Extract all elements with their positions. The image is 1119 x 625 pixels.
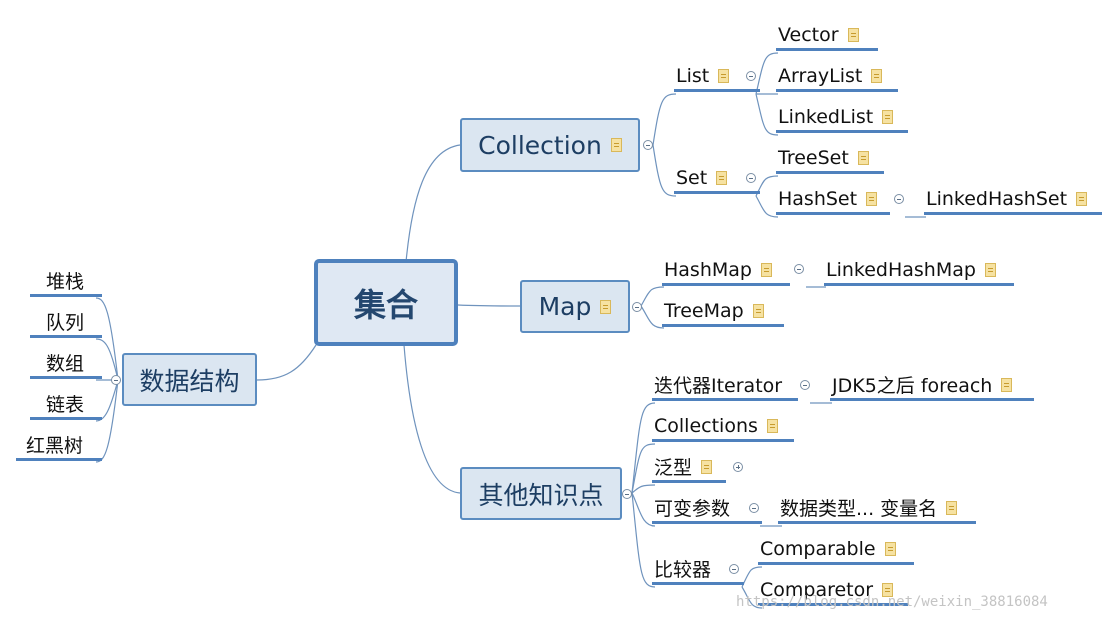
topic-varargs-detail[interactable]: 数据类型... 变量名 — [778, 494, 976, 524]
topic-treemap-label: TreeMap — [664, 299, 744, 322]
note-icon — [871, 68, 883, 83]
note-icon — [701, 459, 713, 474]
topic-varargs[interactable]: 可变参数 — [652, 494, 762, 524]
note-icon — [866, 191, 878, 206]
note-icon — [946, 500, 958, 515]
topic-linkedhashmap[interactable]: LinkedHashMap — [824, 256, 1014, 286]
topic-red-black-tree-label: 红黑树 — [26, 435, 84, 457]
note-icon — [857, 150, 869, 165]
topic-comparable[interactable]: Comparable — [758, 535, 914, 565]
topic-data-structure-label: 数据结构 — [139, 366, 240, 396]
topic-linkedhashset[interactable]: LinkedHashSet — [924, 185, 1102, 215]
note-icon — [718, 68, 730, 83]
note-icon — [752, 303, 764, 318]
topic-linkedhashmap-label: LinkedHashMap — [826, 258, 976, 281]
collapse-toggle-icon[interactable] — [622, 489, 632, 499]
note-icon — [882, 582, 894, 597]
collapse-toggle-icon[interactable] — [894, 194, 904, 204]
central-topic[interactable]: 集合 — [314, 259, 458, 346]
topic-treeset[interactable]: TreeSet — [776, 144, 884, 174]
topic-vector[interactable]: Vector — [776, 21, 878, 51]
topic-linked-list[interactable]: 链表 — [30, 390, 102, 420]
topic-comparetor[interactable]: Comparetor — [758, 576, 908, 606]
topic-linked-list-label: 链表 — [46, 394, 85, 416]
topic-set-label: Set — [676, 166, 708, 189]
topic-linkedhashset-label: LinkedHashSet — [926, 187, 1068, 210]
topic-comparator-group-label: 比较器 — [654, 559, 712, 581]
topic-map-label: Map — [538, 292, 592, 321]
collapse-toggle-icon[interactable] — [746, 173, 756, 183]
topic-list-label: List — [676, 64, 710, 87]
topic-collections[interactable]: Collections — [652, 412, 794, 442]
topic-varargs-detail-label: 数据类型... 变量名 — [780, 498, 938, 520]
note-icon — [600, 299, 612, 314]
topic-generics[interactable]: 泛型 — [652, 453, 726, 483]
topic-map[interactable]: Map — [520, 280, 630, 333]
topic-hashset[interactable]: HashSet — [776, 185, 890, 215]
collapse-toggle-icon[interactable] — [746, 71, 756, 81]
topic-array-label: 数组 — [46, 353, 85, 375]
topic-jdk5-foreach[interactable]: JDK5之后 foreach — [830, 371, 1034, 401]
collapse-toggle-icon[interactable] — [749, 503, 759, 513]
topic-jdk5-foreach-label: JDK5之后 foreach — [832, 375, 993, 397]
topic-stack[interactable]: 堆栈 — [30, 267, 102, 297]
collapse-toggle-icon[interactable] — [729, 564, 739, 574]
note-icon — [716, 170, 728, 185]
topic-varargs-label: 可变参数 — [654, 498, 731, 520]
note-icon — [1001, 377, 1013, 392]
note-icon — [610, 138, 622, 152]
topic-queue[interactable]: 队列 — [30, 308, 102, 338]
topic-treemap[interactable]: TreeMap — [662, 297, 784, 327]
topic-linkedlist[interactable]: LinkedList — [776, 103, 908, 133]
topic-array[interactable]: 数组 — [30, 349, 102, 379]
topic-collection-label: Collection — [478, 130, 602, 160]
collapse-toggle-icon[interactable] — [794, 264, 804, 274]
topic-set[interactable]: Set — [674, 164, 760, 194]
topic-comparetor-label: Comparetor — [760, 578, 874, 601]
note-icon — [884, 541, 896, 556]
topic-list[interactable]: List — [674, 62, 760, 92]
expand-toggle-icon[interactable] — [733, 462, 743, 472]
topic-arraylist[interactable]: ArrayList — [776, 62, 898, 92]
topic-other-label: 其他知识点 — [478, 480, 604, 510]
topic-vector-label: Vector — [778, 23, 839, 46]
watermark-text: https://blog.csdn.net/weixin_38816084 — [736, 594, 1048, 610]
collapse-toggle-icon[interactable] — [800, 380, 810, 390]
topic-iterator-label: 迭代器Iterator — [654, 375, 783, 397]
note-icon — [766, 418, 778, 433]
topic-generics-label: 泛型 — [654, 457, 693, 479]
topic-data-structure[interactable]: 数据结构 — [122, 353, 257, 406]
topic-stack-label: 堆栈 — [46, 271, 85, 293]
topic-hashmap[interactable]: HashMap — [662, 256, 790, 286]
collapse-toggle-icon[interactable] — [643, 140, 653, 150]
topic-treeset-label: TreeSet — [778, 146, 849, 169]
note-icon — [984, 262, 996, 277]
topic-hashset-label: HashSet — [778, 187, 858, 210]
topic-red-black-tree[interactable]: 红黑树 — [16, 431, 102, 461]
note-icon — [882, 109, 894, 124]
topic-other[interactable]: 其他知识点 — [460, 467, 622, 520]
note-icon — [847, 27, 859, 42]
collapse-toggle-icon[interactable] — [111, 375, 121, 385]
topic-queue-label: 队列 — [46, 312, 85, 334]
topic-comparator-group[interactable]: 比较器 — [652, 555, 744, 585]
topic-linkedlist-label: LinkedList — [778, 105, 874, 128]
note-icon — [760, 262, 772, 277]
note-icon — [1076, 191, 1088, 206]
topic-iterator[interactable]: 迭代器Iterator — [652, 371, 798, 401]
central-topic-label: 集合 — [353, 285, 418, 324]
collapse-toggle-icon[interactable] — [632, 302, 642, 312]
topic-collections-label: Collections — [654, 414, 758, 437]
topic-collection[interactable]: Collection — [460, 118, 640, 172]
topic-hashmap-label: HashMap — [664, 258, 752, 281]
topic-arraylist-label: ArrayList — [778, 64, 863, 87]
topic-comparable-label: Comparable — [760, 537, 876, 560]
